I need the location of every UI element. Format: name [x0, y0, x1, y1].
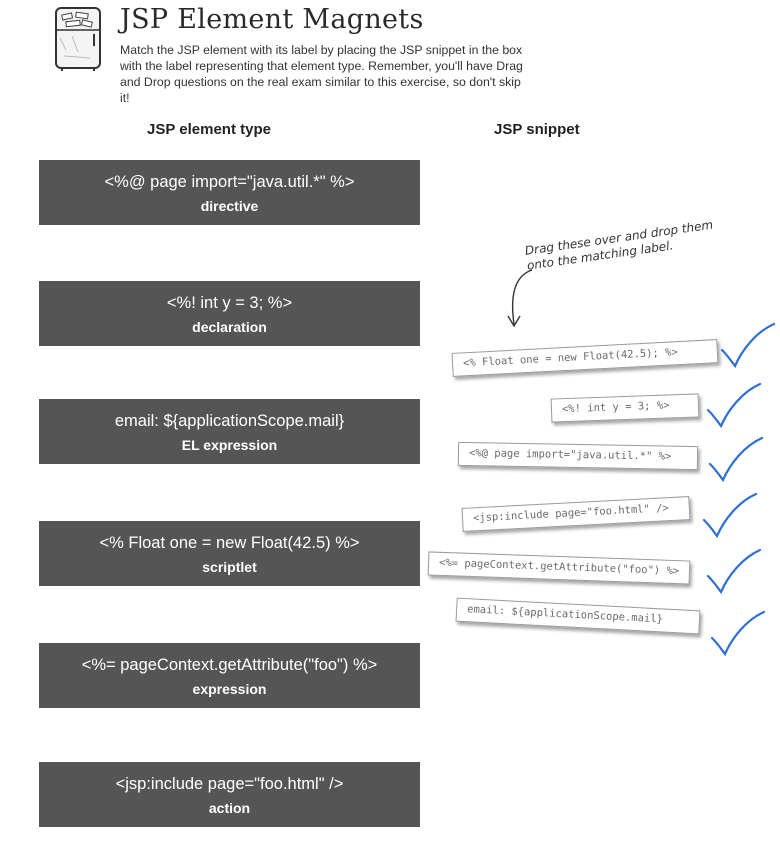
column-heading-element-type: JSP element type — [147, 121, 271, 138]
label-box-directive[interactable]: <%@ page import="java.util.*" %> directi… — [39, 160, 420, 225]
magnet-el-expression[interactable]: email: ${applicationScope.mail} — [455, 597, 701, 635]
check-mark-icon — [706, 548, 762, 594]
label-type: declaration — [192, 319, 267, 335]
label-box-expression[interactable]: <%= pageContext.getAttribute("foo") %> e… — [39, 643, 420, 708]
label-box-el-expression[interactable]: email: ${applicationScope.mail} EL expre… — [39, 399, 420, 464]
curved-arrow-icon — [507, 269, 533, 328]
check-mark-icon — [706, 382, 762, 428]
label-snippet: <%@ page import="java.util.*" %> — [104, 173, 355, 191]
label-type: expression — [192, 681, 267, 697]
label-snippet: <%! int y = 3; %> — [166, 294, 293, 312]
label-snippet: <%= pageContext.getAttribute("foo") %> — [81, 656, 378, 674]
label-snippet: <% Float one = new Float(42.5) %> — [99, 534, 360, 552]
label-box-declaration[interactable]: <%! int y = 3; %> declaration — [39, 281, 420, 346]
check-mark-icon — [702, 492, 758, 538]
check-mark-icon — [710, 610, 766, 656]
label-box-action[interactable]: <jsp:include page="foo.html" /> action — [39, 762, 420, 827]
intro-text: Match the JSP element with its label by … — [120, 43, 523, 105]
label-type: directive — [200, 198, 259, 214]
label-snippet: <jsp:include page="foo.html" /> — [115, 775, 344, 793]
fridge-icon — [55, 7, 101, 71]
magnet-directive[interactable]: <%@ page import="java.util.*" %> — [457, 441, 699, 471]
page-title: JSP Element Magnets — [120, 4, 424, 35]
label-type: EL expression — [181, 437, 278, 453]
column-heading-snippet: JSP snippet — [494, 121, 580, 138]
magnet-action[interactable]: <jsp:include page="foo.html" /> — [461, 496, 691, 532]
label-type: scriptlet — [202, 559, 257, 575]
magnet-expression[interactable]: <%= pageContext.getAttribute("foo") %> — [427, 551, 691, 585]
magnet-declaration[interactable]: <%! int y = 3; %> — [550, 393, 700, 423]
check-mark-icon — [720, 322, 776, 368]
label-snippet: email: ${applicationScope.mail} — [114, 412, 345, 430]
label-type: action — [208, 800, 251, 816]
drag-hint: Drag these over and drop them onto the m… — [524, 217, 714, 273]
magnet-scriptlet[interactable]: <% Float one = new Float(42.5); %> — [451, 339, 719, 377]
label-box-scriptlet[interactable]: <% Float one = new Float(42.5) %> script… — [39, 521, 420, 586]
check-mark-icon — [708, 436, 764, 482]
